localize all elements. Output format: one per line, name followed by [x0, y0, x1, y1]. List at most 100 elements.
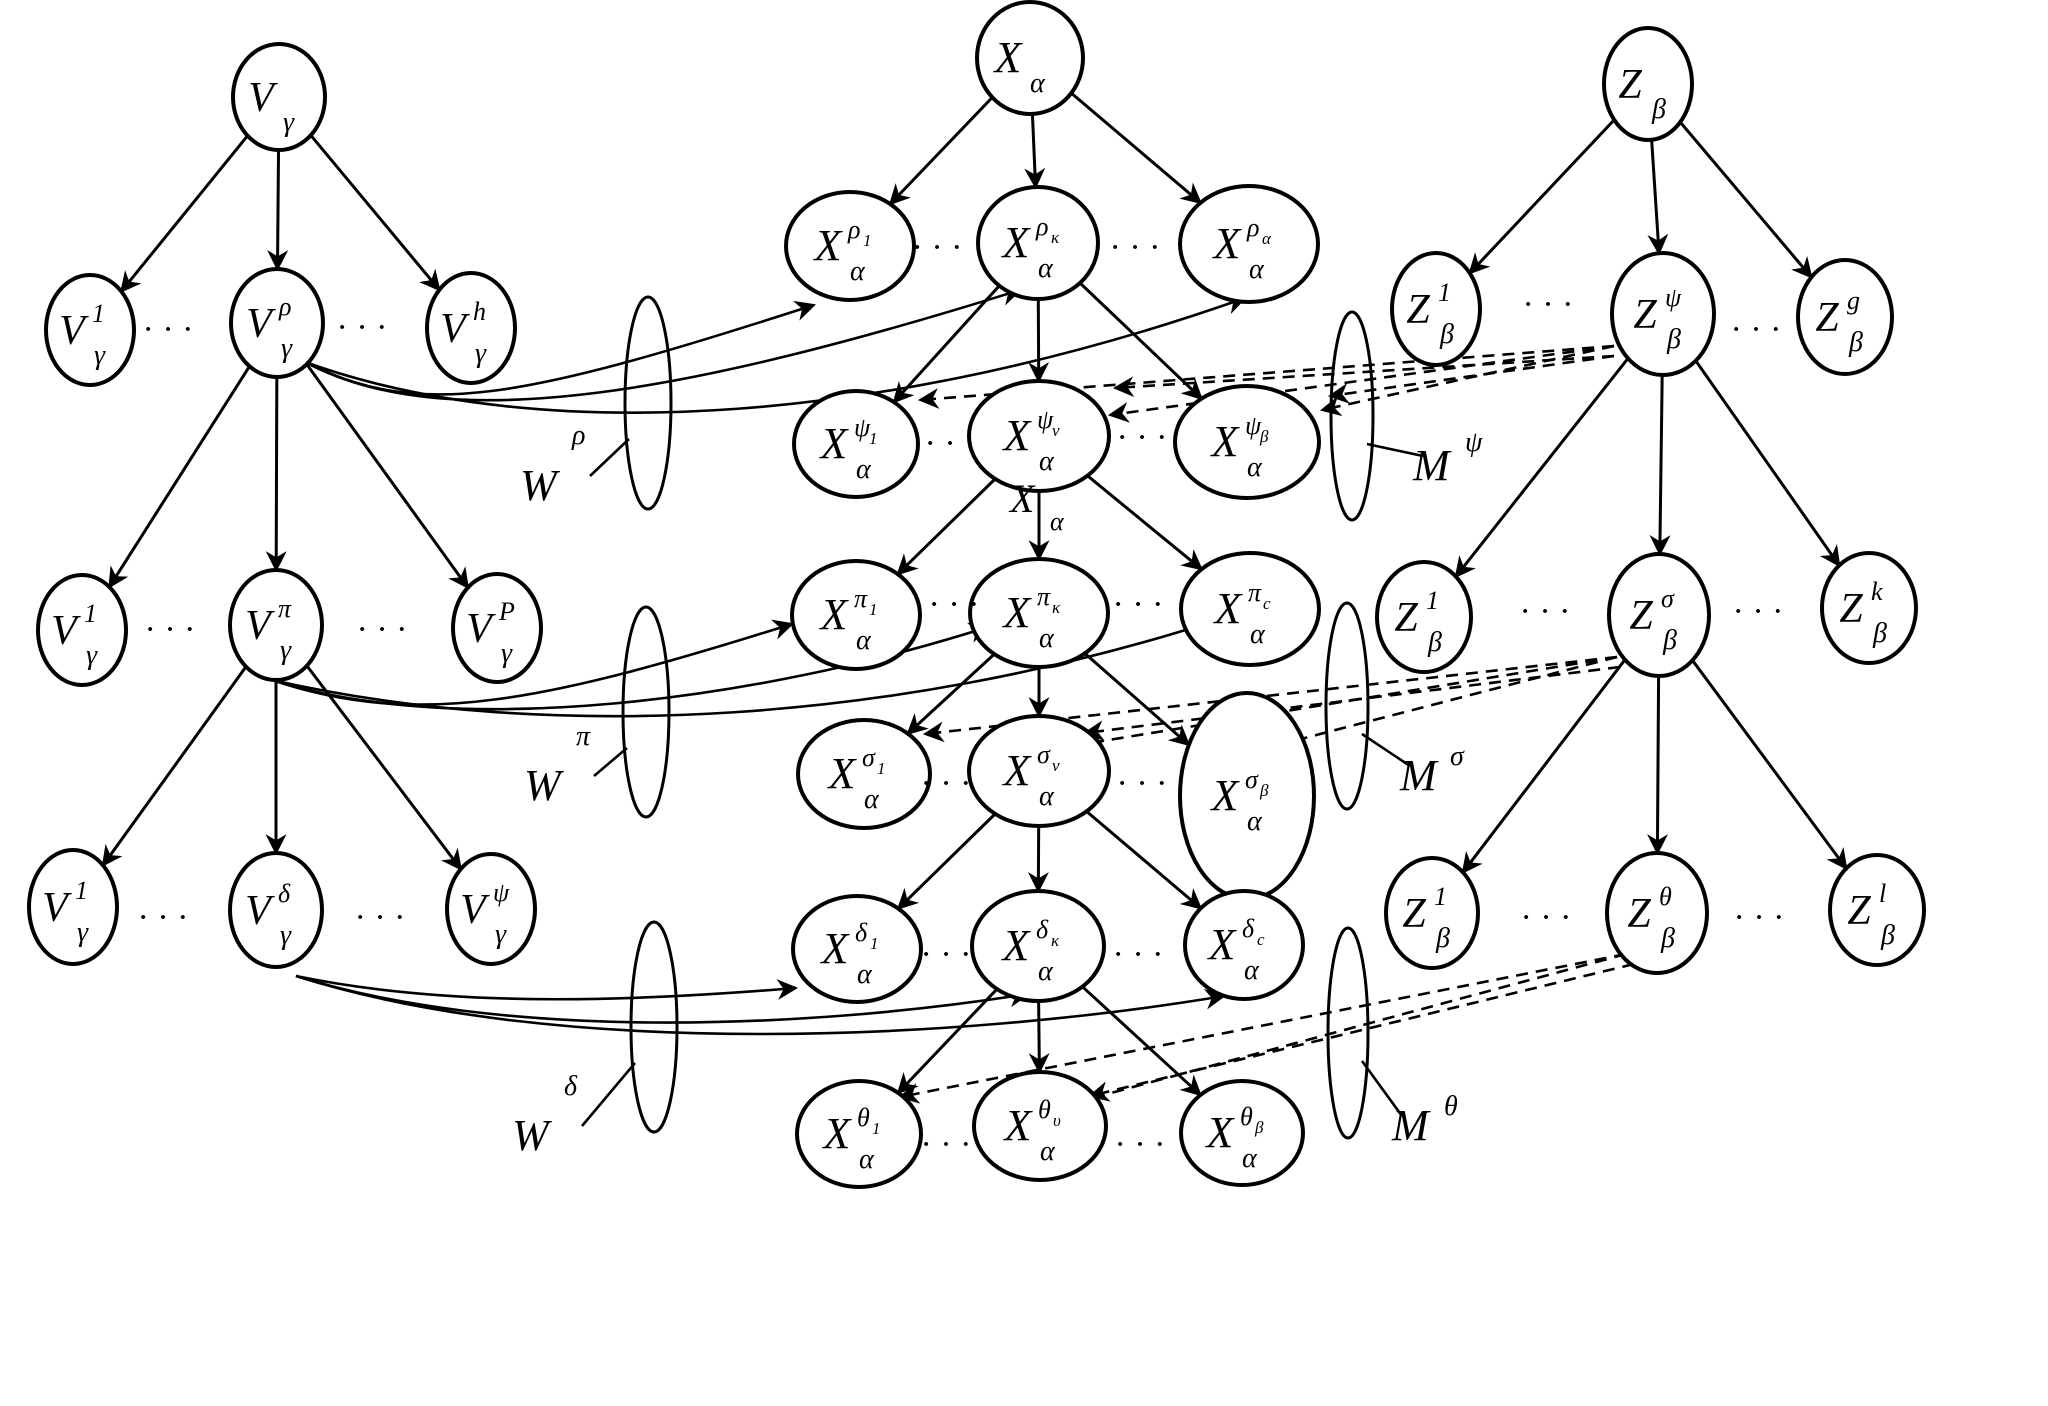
- node-superscript: σ: [1245, 765, 1259, 794]
- group-ellipse: [623, 295, 673, 511]
- node-subscript: α: [857, 959, 873, 990]
- edge-X0-Xr1: [888, 96, 994, 206]
- node-superscript-index: κ: [1052, 598, 1061, 617]
- ellipsis-dots: · · ·: [143, 311, 194, 348]
- node-superscript: δ: [278, 879, 291, 908]
- node-superscript: δ: [855, 918, 868, 947]
- node-subscript: β: [1435, 923, 1450, 954]
- node-Z3: Zβ1: [1384, 856, 1480, 970]
- group-ellipse: [1324, 601, 1370, 811]
- node-base-letter: Z: [1847, 888, 1871, 934]
- node-shape: [1173, 384, 1321, 500]
- edge-Z0-Zg: [1679, 121, 1813, 279]
- dashed-link-4: [1327, 354, 1615, 404]
- node-shape: [1179, 551, 1321, 667]
- ellipsis-dots: · · ·: [1734, 899, 1785, 936]
- node-shape: [1375, 560, 1473, 674]
- node-superscript: ψ: [854, 413, 871, 442]
- node-VP: VγP: [451, 572, 543, 684]
- node-subscript: β: [1662, 625, 1677, 656]
- ellipsis-dots: · · ·: [1733, 593, 1784, 630]
- node-V2: Vγ1: [36, 573, 128, 687]
- edge-Xrk-Xp1: [892, 284, 1001, 404]
- edge-Xpv-Xq1: [896, 477, 997, 576]
- ellipsis-dots: · · ·: [921, 765, 972, 802]
- node-subscript: α: [1247, 452, 1263, 483]
- node-Zs: Zβσ: [1607, 552, 1711, 678]
- node-base-letter: X: [1205, 1108, 1236, 1157]
- group-label-letter: W: [512, 1111, 552, 1160]
- group-ellipse: [621, 605, 671, 819]
- node-superscript: θ: [1659, 882, 1672, 911]
- ellipsis-dots: · · ·: [1117, 419, 1168, 456]
- node-base-letter: X: [822, 1109, 853, 1158]
- node-shape: [795, 1079, 923, 1189]
- node-shape: [1610, 251, 1716, 377]
- ellipsis-dots: · · ·: [138, 899, 189, 936]
- node-shape: [784, 190, 916, 302]
- node-V0: Vγ: [231, 42, 327, 152]
- cross-link-Xra: [304, 294, 1247, 414]
- node-Z1: Zβ1: [1390, 251, 1482, 367]
- node-base-letter: V: [460, 887, 490, 933]
- ellipsis-dots: · · ·: [1521, 899, 1572, 936]
- node-Vpsi: Vγψ: [445, 852, 537, 966]
- node-subscript: γ: [501, 638, 513, 669]
- node-subscript: α: [1039, 781, 1055, 812]
- node-Zt: Zβθ: [1605, 851, 1709, 975]
- group-label-letter: M: [1391, 1101, 1431, 1150]
- node-base-letter: Z: [1629, 593, 1653, 639]
- node-superscript: ρ: [847, 215, 860, 244]
- group-leader-line: [581, 1062, 636, 1127]
- node-subscript: β: [1651, 94, 1666, 125]
- node-base-letter: Z: [1618, 62, 1642, 108]
- node-Zl: Zβl: [1828, 853, 1926, 967]
- group-leader-line: [593, 747, 628, 777]
- node-base-letter: X: [1207, 920, 1238, 969]
- edge-Xdk-Xt1: [896, 988, 999, 1095]
- ellipsis-dots: · · ·: [357, 611, 408, 648]
- node-shape: [445, 852, 537, 966]
- edge-X0-Xrk: [1024, 113, 1046, 190]
- node-shape: [1602, 26, 1694, 142]
- node-shape: [228, 851, 324, 969]
- node-base-letter: X: [827, 749, 858, 798]
- node-superscript: l: [1879, 879, 1886, 908]
- node-subscript: β: [1427, 627, 1442, 658]
- node-subscript: α: [1040, 1136, 1056, 1167]
- node-base-letter: X: [1002, 746, 1033, 795]
- edge-Xqk-Xs1: [906, 653, 996, 736]
- node-base-letter: Z: [1406, 287, 1430, 333]
- node-subscript: γ: [281, 333, 293, 364]
- node-shape: [1179, 1079, 1305, 1187]
- node-superscript: ψ: [1665, 283, 1682, 312]
- node-subscript: γ: [280, 635, 292, 666]
- node-shape: [1796, 258, 1894, 376]
- node-Vr: Vγρ: [229, 267, 325, 379]
- node-shape: [970, 889, 1106, 1003]
- edge-Zpsi-Z2: [1454, 357, 1630, 579]
- node-base-letter: Z: [1394, 595, 1418, 641]
- edge-Zpsi-Zs: [1649, 374, 1671, 557]
- node-subscript: α: [1249, 254, 1265, 285]
- group-label-letter: W: [524, 761, 564, 810]
- node-subscript: α: [856, 625, 872, 656]
- node-subscript: β: [1848, 327, 1863, 358]
- node-superscript: θ: [857, 1103, 870, 1132]
- node-shape: [792, 389, 920, 499]
- group-label-letter: M: [1412, 441, 1452, 490]
- node-base-letter: V: [51, 608, 81, 654]
- node-shape: [975, 0, 1085, 116]
- node-base-letter: Z: [1839, 586, 1863, 632]
- node-superscript: θ: [1240, 1102, 1253, 1131]
- group-leader-line: [1366, 442, 1424, 458]
- node-subscript: γ: [94, 340, 106, 371]
- group-ellipse: [1326, 926, 1370, 1140]
- edge-Vr-V2: [108, 365, 251, 589]
- node-base-letter: Z: [1627, 891, 1651, 937]
- edge-Xpv-Xqc: [1086, 474, 1204, 571]
